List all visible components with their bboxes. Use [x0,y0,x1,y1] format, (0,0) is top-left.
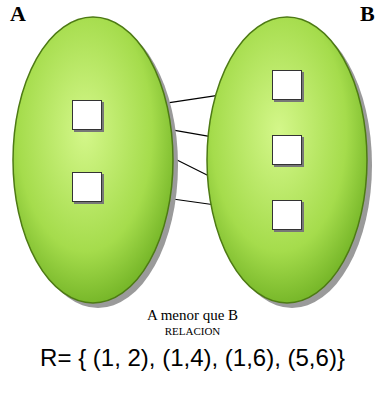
die-face [72,172,102,202]
set-name: B [360,2,375,26]
set-region [13,17,173,303]
set-region [207,17,367,303]
set-ellipse: B [200,2,380,308]
relation-caption: A menor que B [0,306,385,324]
set-ellipse: A [6,2,182,308]
die-face [272,135,302,165]
die-face [272,70,302,100]
set-name: A [10,2,26,26]
ellipse-outline [6,2,182,308]
die-face [72,100,102,130]
die-face [272,200,302,230]
relation-set: R= { (1, 2), (1,4), (1,6), (5,6)} [0,343,385,372]
relation-title: RELACION [0,325,385,338]
